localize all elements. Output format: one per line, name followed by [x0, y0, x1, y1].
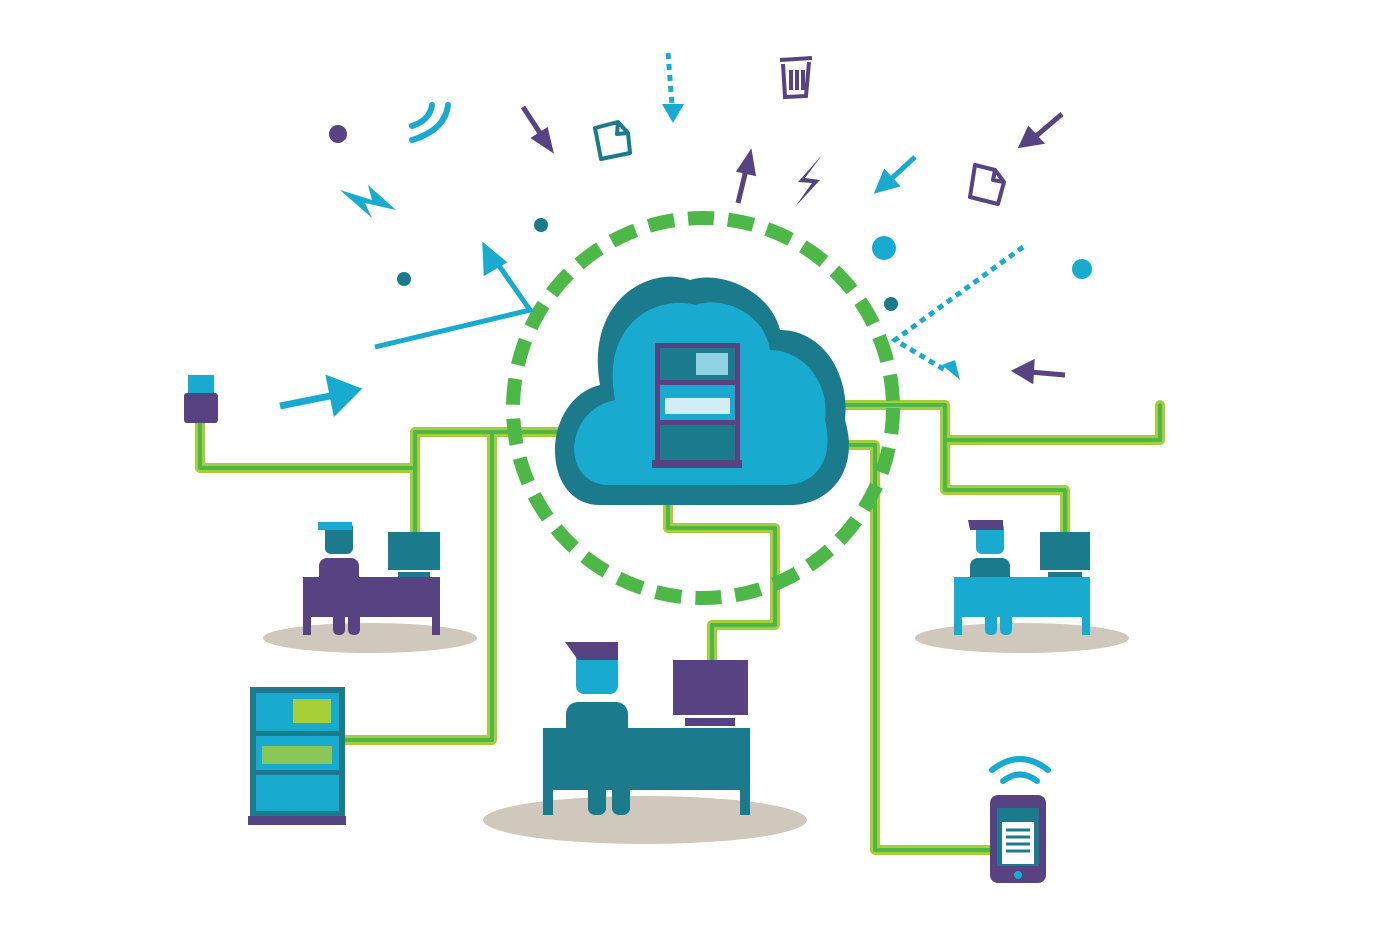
floating-icons [279, 52, 1092, 418]
server-rack-icon [248, 687, 346, 825]
lightning-icon [340, 185, 396, 218]
dot-icon [329, 125, 347, 143]
document-icon [968, 163, 1006, 206]
monitor-icon [673, 660, 748, 715]
arrow-icon [279, 374, 363, 418]
wifi-icon [409, 102, 451, 143]
dot-icon [534, 218, 548, 232]
document-icon [593, 120, 632, 161]
dot-icon [884, 297, 898, 311]
dot-icon [872, 236, 896, 260]
usb-icon [184, 375, 218, 423]
dot-icon [397, 272, 411, 286]
arrow-icon [873, 155, 917, 194]
arrow-icon [662, 52, 684, 123]
center-workstation [483, 642, 807, 844]
dashed-ring [506, 211, 900, 605]
dot-icon [1072, 259, 1092, 279]
arrow-icon [1017, 112, 1064, 149]
trash-icon [779, 56, 813, 100]
monitor-icon [1040, 532, 1090, 570]
floor-shadow [915, 623, 1129, 653]
arrow-icon [890, 244, 1025, 380]
floor-shadow [483, 796, 807, 844]
smartphone-icon [990, 795, 1046, 883]
left-workstation [263, 522, 477, 653]
right-workstation [915, 520, 1129, 653]
desk-icon [543, 728, 750, 790]
arrow-icon [735, 148, 757, 204]
arrow-icon [520, 105, 554, 154]
desk-icon [954, 577, 1090, 617]
desk-icon [303, 577, 440, 617]
monitor-icon [388, 532, 440, 570]
arrow-icon [1010, 358, 1066, 385]
server-icon [652, 343, 742, 468]
floor-shadow [263, 623, 477, 653]
arrow-icon [374, 241, 535, 350]
wifi-icon [989, 756, 1051, 784]
lightning-icon [795, 155, 822, 207]
cable-right-edge [943, 400, 1165, 445]
